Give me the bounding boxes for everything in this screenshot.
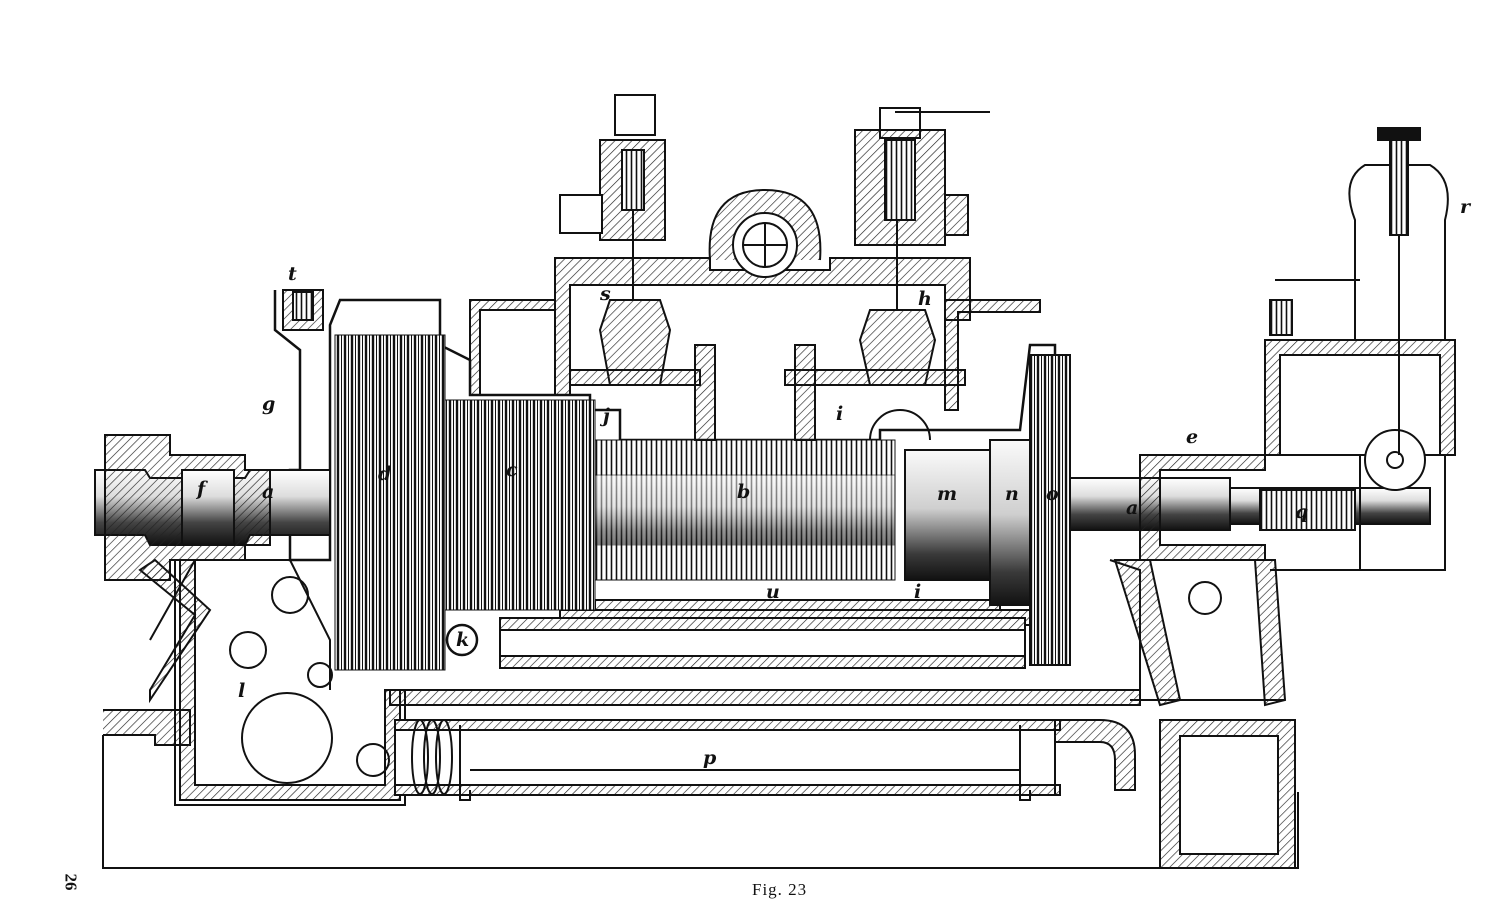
label-o: o bbox=[1046, 483, 1059, 505]
label-h: h bbox=[918, 288, 932, 310]
label-m: m bbox=[937, 483, 957, 505]
blading-stage-c bbox=[444, 399, 596, 611]
part-labels: t s h r g j i f a d c b m n o a e q u i … bbox=[195, 196, 1472, 769]
blading-stage-d bbox=[334, 334, 446, 671]
steam-valve-h bbox=[784, 107, 990, 386]
label-u: u bbox=[766, 581, 780, 603]
dummy-pistons bbox=[904, 354, 1071, 666]
left-pedestal bbox=[138, 558, 390, 784]
label-i-bottom: i bbox=[914, 581, 921, 603]
balance-pipe bbox=[445, 617, 1026, 669]
label-q: q bbox=[1295, 501, 1308, 523]
label-b: b bbox=[737, 481, 750, 503]
exhaust-pipe bbox=[394, 719, 1136, 801]
label-i-top: i bbox=[836, 403, 843, 425]
right-bearing bbox=[1139, 429, 1446, 571]
label-r: r bbox=[1460, 196, 1472, 218]
governor bbox=[1264, 127, 1456, 456]
label-l: l bbox=[238, 680, 245, 702]
label-d: d bbox=[378, 463, 391, 485]
label-t: t bbox=[288, 263, 297, 285]
label-j: j bbox=[599, 405, 610, 427]
relief-valve bbox=[282, 289, 324, 331]
steam-inlet bbox=[708, 188, 822, 278]
chamber-walls bbox=[600, 344, 931, 441]
label-e: e bbox=[1186, 426, 1198, 448]
base-foundation bbox=[102, 699, 1299, 869]
label-k: k bbox=[456, 629, 469, 651]
right-pedestal bbox=[1113, 559, 1287, 707]
label-c: c bbox=[506, 459, 518, 481]
coupling bbox=[104, 434, 271, 581]
page-number: 26 bbox=[61, 873, 81, 891]
blading-stage-b bbox=[594, 439, 896, 581]
label-n: n bbox=[1005, 483, 1019, 505]
figure-caption: Fig. 23 bbox=[752, 880, 808, 899]
label-p: p bbox=[703, 747, 717, 769]
label-s: s bbox=[599, 283, 611, 305]
steam-valve-s bbox=[559, 94, 701, 386]
label-a-right: a bbox=[1126, 497, 1138, 519]
label-a-left: a bbox=[262, 481, 274, 503]
label-f: f bbox=[195, 478, 208, 500]
label-g: g bbox=[262, 393, 275, 415]
